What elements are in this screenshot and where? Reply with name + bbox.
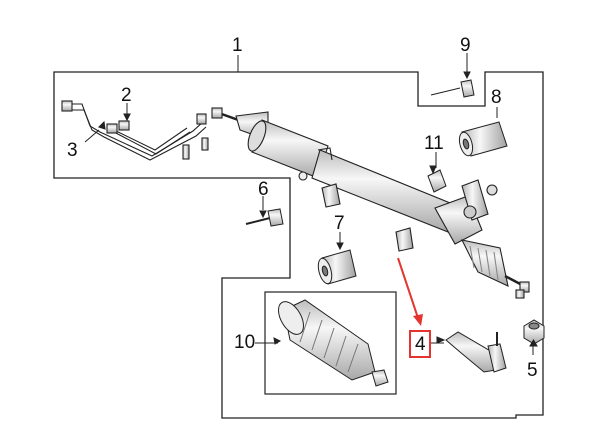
boot-10-icon: [273, 299, 389, 387]
callout-8: 8: [491, 87, 502, 108]
hydraulic-lines-icon: [61, 100, 209, 161]
callout-11: 11: [424, 133, 444, 154]
nut-5-icon: [523, 319, 545, 347]
callout-4: 4: [415, 334, 426, 355]
callout-6: 6: [258, 179, 269, 200]
bushing-8-icon: [458, 121, 508, 157]
bracket-11-icon: [427, 165, 447, 193]
callout-5: 5: [527, 360, 538, 381]
bushing-7-icon: [317, 242, 357, 285]
callout-10: 10: [234, 332, 256, 353]
callout-1: 1: [232, 35, 243, 56]
callout-2: 2: [121, 85, 132, 106]
highlight-arrow: [397, 257, 423, 326]
tie-rod-end-4-icon: [436, 331, 507, 373]
callout-9: 9: [460, 35, 471, 56]
callout-7: 7: [334, 213, 345, 234]
callout-3: 3: [67, 140, 78, 161]
bolt-6-icon: [245, 208, 284, 227]
steering-rack-icon: [211, 107, 530, 299]
callout-4-highlight-box: [409, 330, 431, 358]
bolt-9-icon: [430, 71, 475, 98]
assembly-boundary: [53, 71, 544, 419]
